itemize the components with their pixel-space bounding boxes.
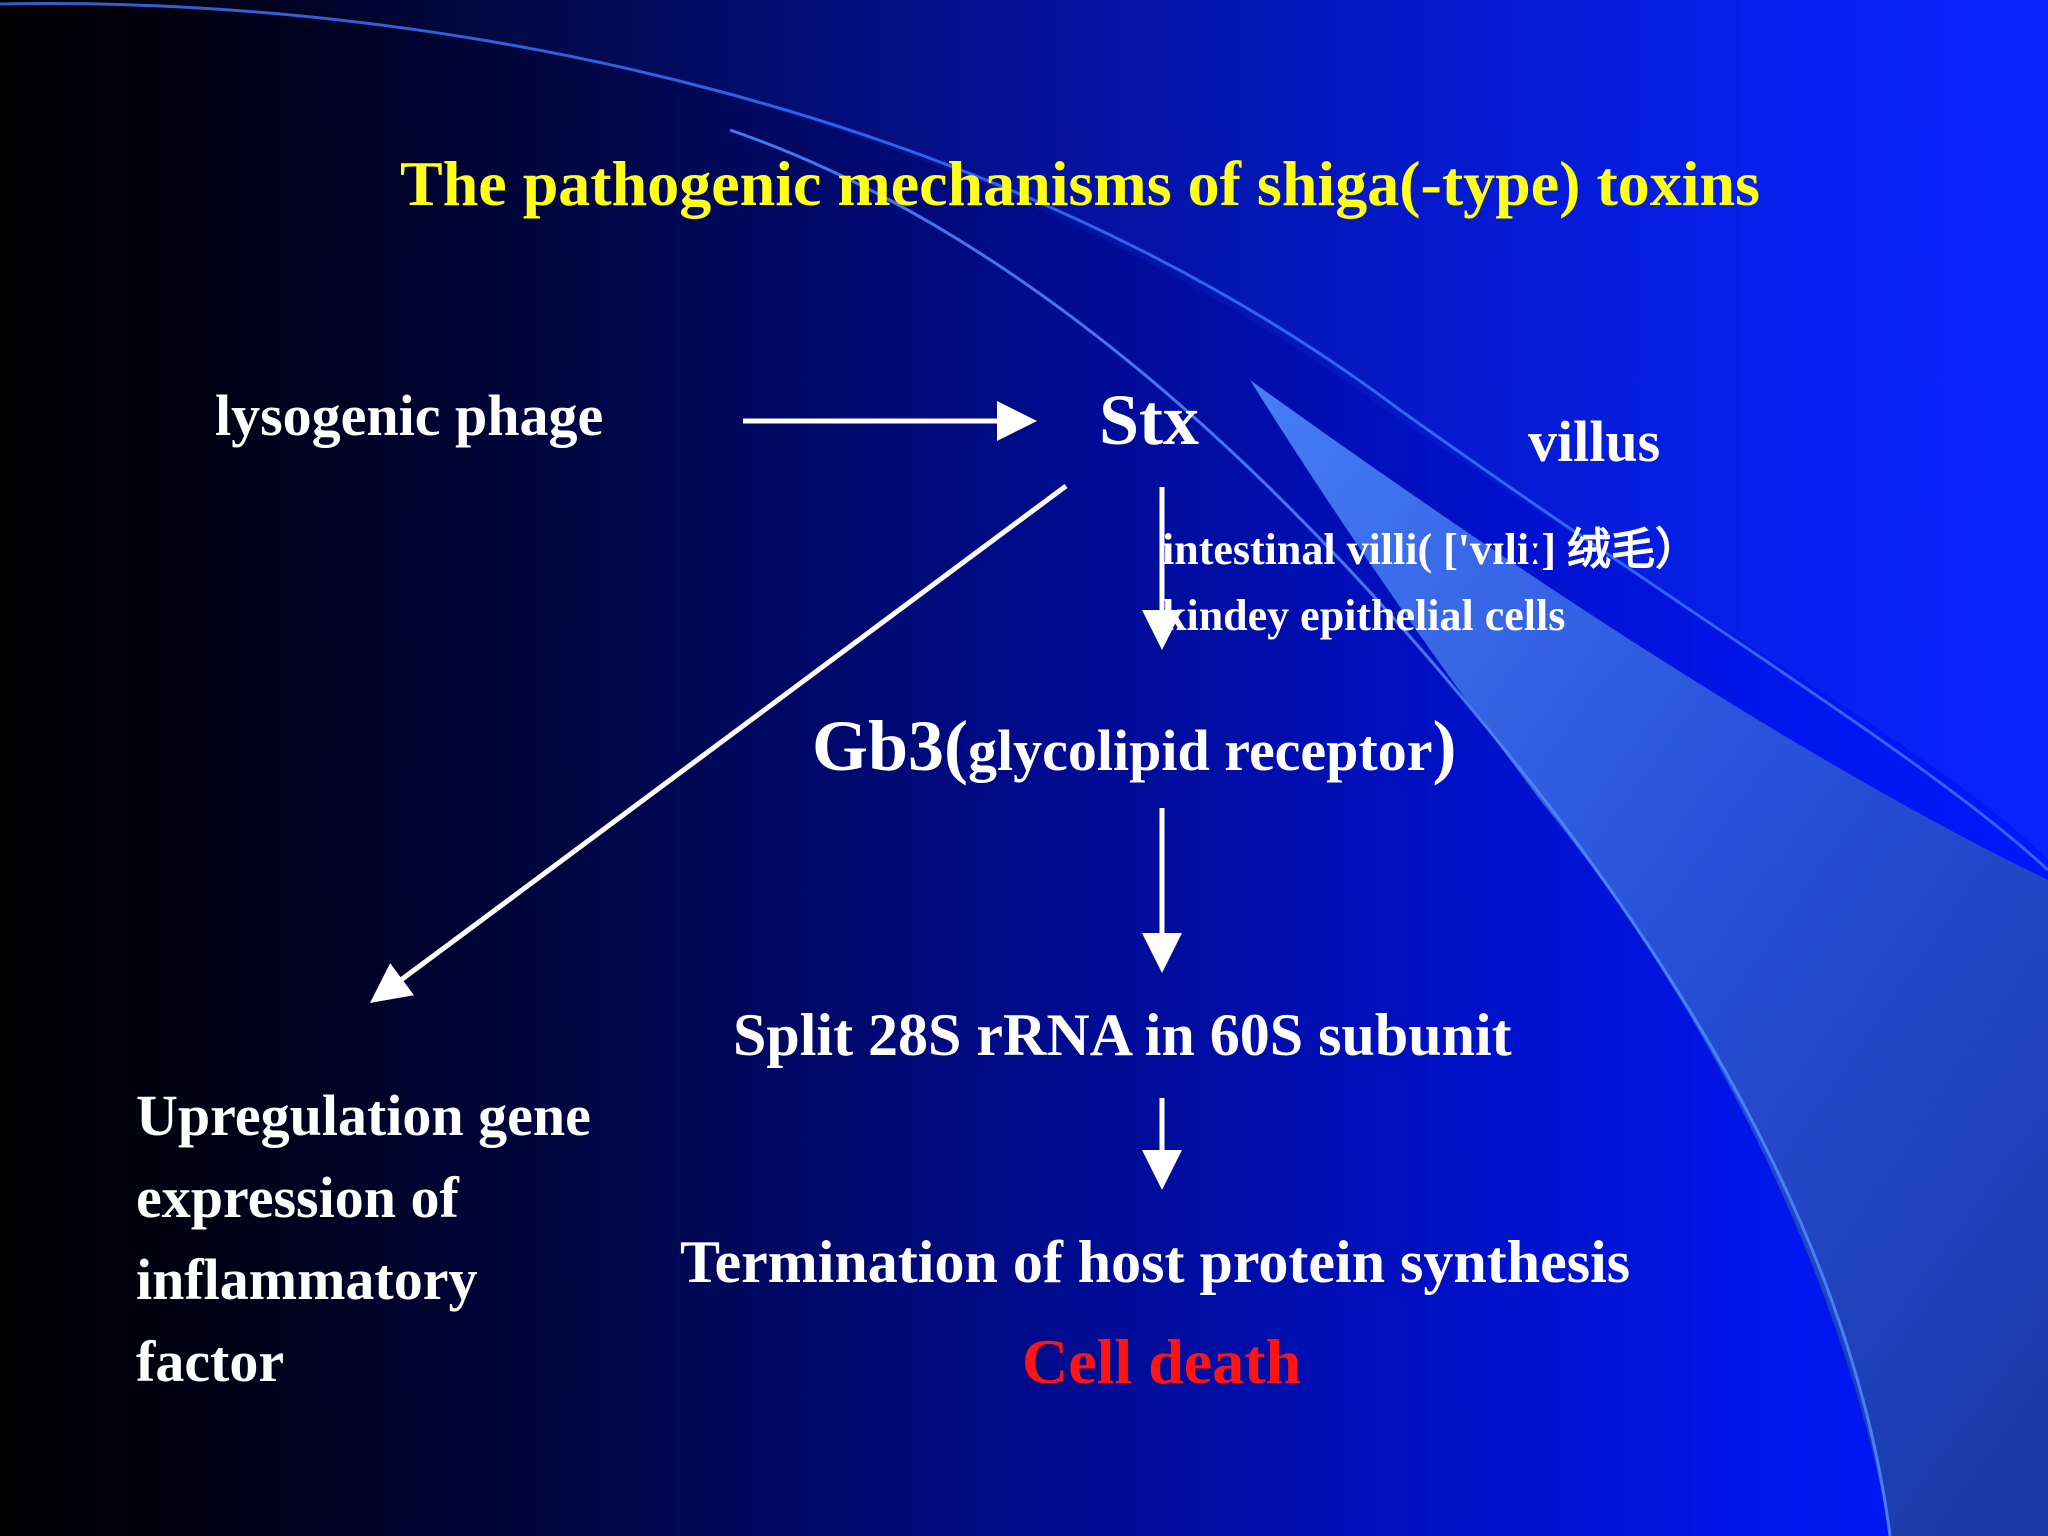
inflammation-line-3: inflammatory [136, 1247, 478, 1312]
split-rrna-step: Split 28S rRNA in 60S subunit [733, 1002, 1512, 1068]
gb3-receptor-label: Gb3(glycolipid receptor) [812, 710, 1456, 782]
inflammation-block: Upregulation gene expression of inflamma… [136, 1075, 696, 1403]
highlight-band [1250, 380, 2048, 1536]
termination-step: Termination of host protein synthesis [680, 1229, 1631, 1295]
villus-label: villus [1528, 409, 1661, 474]
target-intestinal-villi: intestinal villi( ['vɪliː] 绒毛） [1162, 528, 1699, 572]
top-swoosh [0, 0, 2048, 860]
lower-arc-line [729, 128, 1892, 1536]
inflammation-line-4: factor [136, 1329, 285, 1394]
stx-label: Stx [1099, 380, 1200, 460]
inflammation-line-1: Upregulation gene [136, 1083, 591, 1148]
target-kidney-cells: kindey epithelial cells [1162, 591, 1566, 640]
slide-title: The pathogenic mechanisms of shiga(-type… [400, 148, 1761, 219]
gb3-main: Gb3( [812, 706, 969, 786]
inflammation-line-2: expression of [136, 1165, 459, 1230]
gb3-detail: glycolipid receptor [968, 718, 1433, 783]
target-line-1-cjk: 绒毛） [1566, 524, 1699, 575]
gb3-close: ) [1432, 706, 1457, 786]
upper-arc-line [0, 2, 2048, 872]
arrow-stx-to-inflammation [369, 483, 1068, 1003]
cell-death-outcome: Cell death [1022, 1326, 1302, 1397]
lysogenic-phage-label: lysogenic phage [215, 383, 604, 448]
target-line-1-text: intestinal villi( ['vɪliː] [1162, 525, 1567, 574]
